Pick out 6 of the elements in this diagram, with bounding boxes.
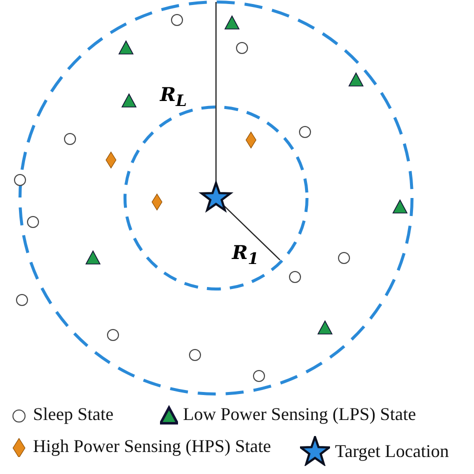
- legend-label: Target Location: [335, 440, 449, 462]
- radius-label: R$_{L}$: [160, 86, 187, 109]
- radius-label: R$_{1}$: [232, 244, 259, 267]
- legend-label: Sleep State: [33, 404, 114, 425]
- legend-label: Low Power Sensing (LPS) State: [183, 404, 416, 425]
- legend-label: High Power Sensing (HPS) State: [33, 436, 271, 457]
